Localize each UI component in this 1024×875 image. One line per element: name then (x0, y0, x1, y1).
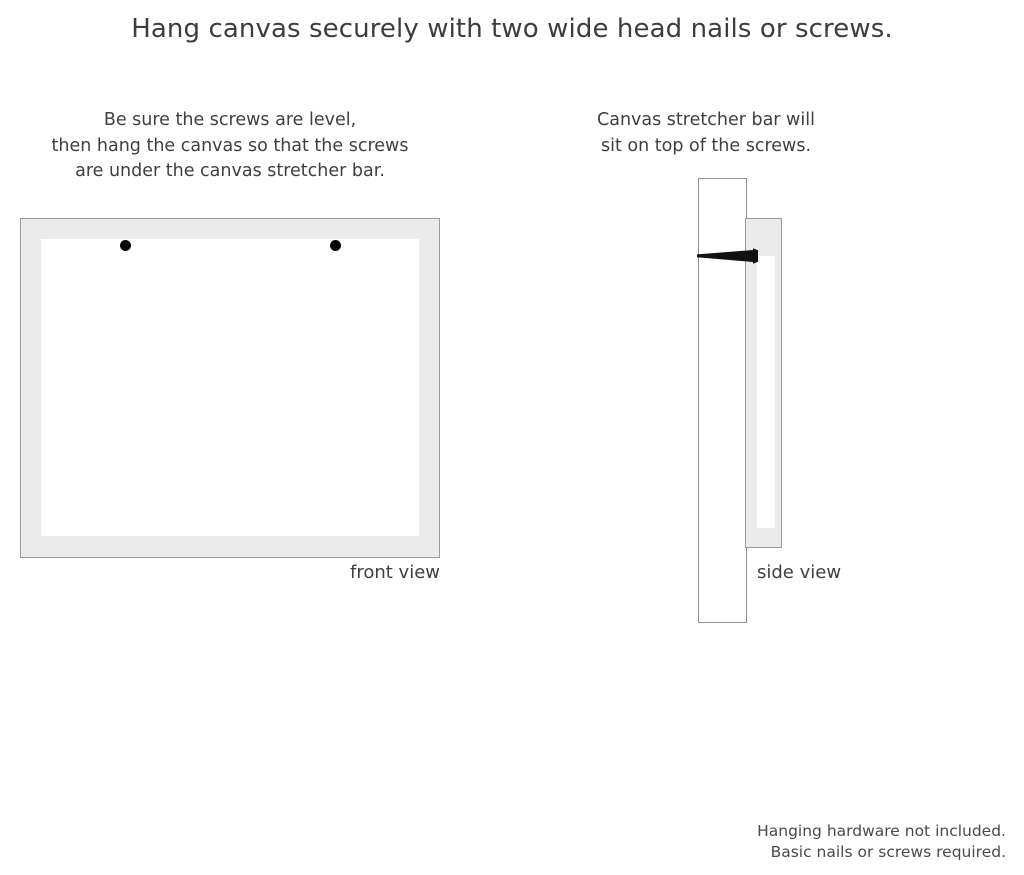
canvas-surface-front (41, 239, 419, 536)
side-view-caption: Canvas stretcher bar will sit on top of … (586, 108, 826, 159)
front-view-caption: Be sure the screws are level, then hang … (20, 108, 440, 185)
footer-line-1: Hanging hardware not included. (757, 822, 1006, 840)
canvas-stretcher-bar-inner-side (757, 256, 775, 528)
front-view-label: front view (350, 562, 440, 583)
side-view-label: side view (757, 562, 842, 583)
page-title: Hang canvas securely with two wide head … (131, 14, 893, 44)
footer-line-2: Basic nails or screws required. (770, 843, 1006, 861)
front-caption-line-2: then hang the canvas so that the screws (51, 135, 409, 156)
front-caption-line-3: are under the canvas stretcher bar. (75, 161, 385, 181)
side-caption-line-1: Canvas stretcher bar will (597, 110, 815, 130)
footer-note: Hanging hardware not included. Basic nai… (757, 821, 1006, 863)
side-caption-line-2: sit on top of the screws. (600, 135, 812, 156)
front-caption-line-1: Be sure the screws are level, (103, 110, 357, 130)
screw-side-icon (697, 248, 758, 264)
screw-head-left-icon (120, 240, 131, 251)
screw-head-right-icon (330, 240, 341, 251)
